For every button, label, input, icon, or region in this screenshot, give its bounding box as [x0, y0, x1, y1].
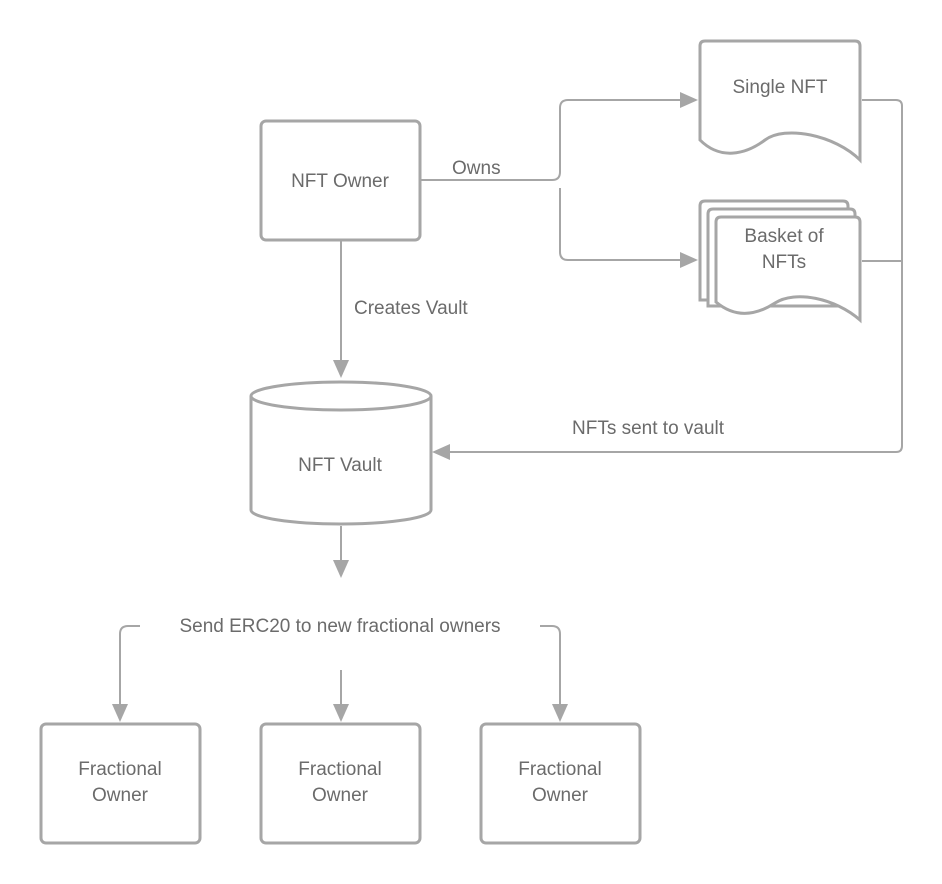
single-nft-shape — [698, 39, 862, 164]
basket-of-nfts-node[interactable]: Basket of NFTs — [698, 199, 862, 324]
basket-front-page — [714, 215, 862, 324]
fractional-owner-label-1a: Fractional — [78, 759, 161, 780]
nfts-sent-edge-label: NFTs sent to vault — [572, 418, 725, 439]
single-nft-label: Single NFT — [732, 77, 827, 98]
arrowhead-basket — [680, 252, 698, 268]
nfts-to-vault-connector — [448, 99, 903, 453]
arrowhead-single-nft — [680, 92, 698, 108]
nft-owner-box — [259, 119, 422, 242]
fractional-owner-label-1b: Owner — [92, 785, 149, 806]
fractional-owner-label-2a: Fractional — [298, 759, 381, 780]
arrowhead-vault-left — [432, 444, 450, 460]
arrowhead-fractional-center — [333, 704, 349, 722]
nft-owner-label: NFT Owner — [291, 171, 390, 192]
nft-vault-node[interactable]: NFT Vault — [249, 380, 433, 526]
fractional-owner-box-3 — [479, 722, 642, 845]
fractional-owner-node-2[interactable]: Fractional Owner — [259, 722, 422, 845]
owns-edge-label: Owns — [452, 158, 501, 179]
arrowhead-fractional-right — [552, 704, 568, 722]
arrowhead-vault-out — [333, 560, 349, 578]
fractional-owner-label-3a: Fractional — [518, 759, 601, 780]
send-erc20-edge-label: Send ERC20 to new fractional owners — [179, 616, 500, 637]
fractional-owner-node-1[interactable]: Fractional Owner — [39, 722, 202, 845]
vault-cylinder-top — [249, 380, 433, 412]
creates-vault-edge-label: Creates Vault — [354, 298, 468, 319]
owns-connector — [420, 99, 682, 261]
erc20-right-connector — [540, 625, 561, 706]
fractional-owner-box-1 — [39, 722, 202, 845]
fractional-owner-node-3[interactable]: Fractional Owner — [479, 722, 642, 845]
fractional-owner-label-3b: Owner — [532, 785, 589, 806]
erc20-left-connector — [119, 625, 140, 706]
basket-label-line2: NFTs — [762, 252, 806, 273]
fractional-owner-box-2 — [259, 722, 422, 845]
nft-owner-node[interactable]: NFT Owner — [259, 119, 422, 242]
arrowhead-vault-down — [333, 360, 349, 378]
fractional-owner-label-2b: Owner — [312, 785, 369, 806]
arrowhead-fractional-left — [112, 704, 128, 722]
basket-label-line1: Basket of — [744, 226, 824, 247]
single-nft-node[interactable]: Single NFT — [698, 39, 862, 164]
vault-cylinder-body — [249, 396, 433, 526]
nft-vault-label: NFT Vault — [298, 455, 382, 476]
connectors — [112, 92, 903, 722]
